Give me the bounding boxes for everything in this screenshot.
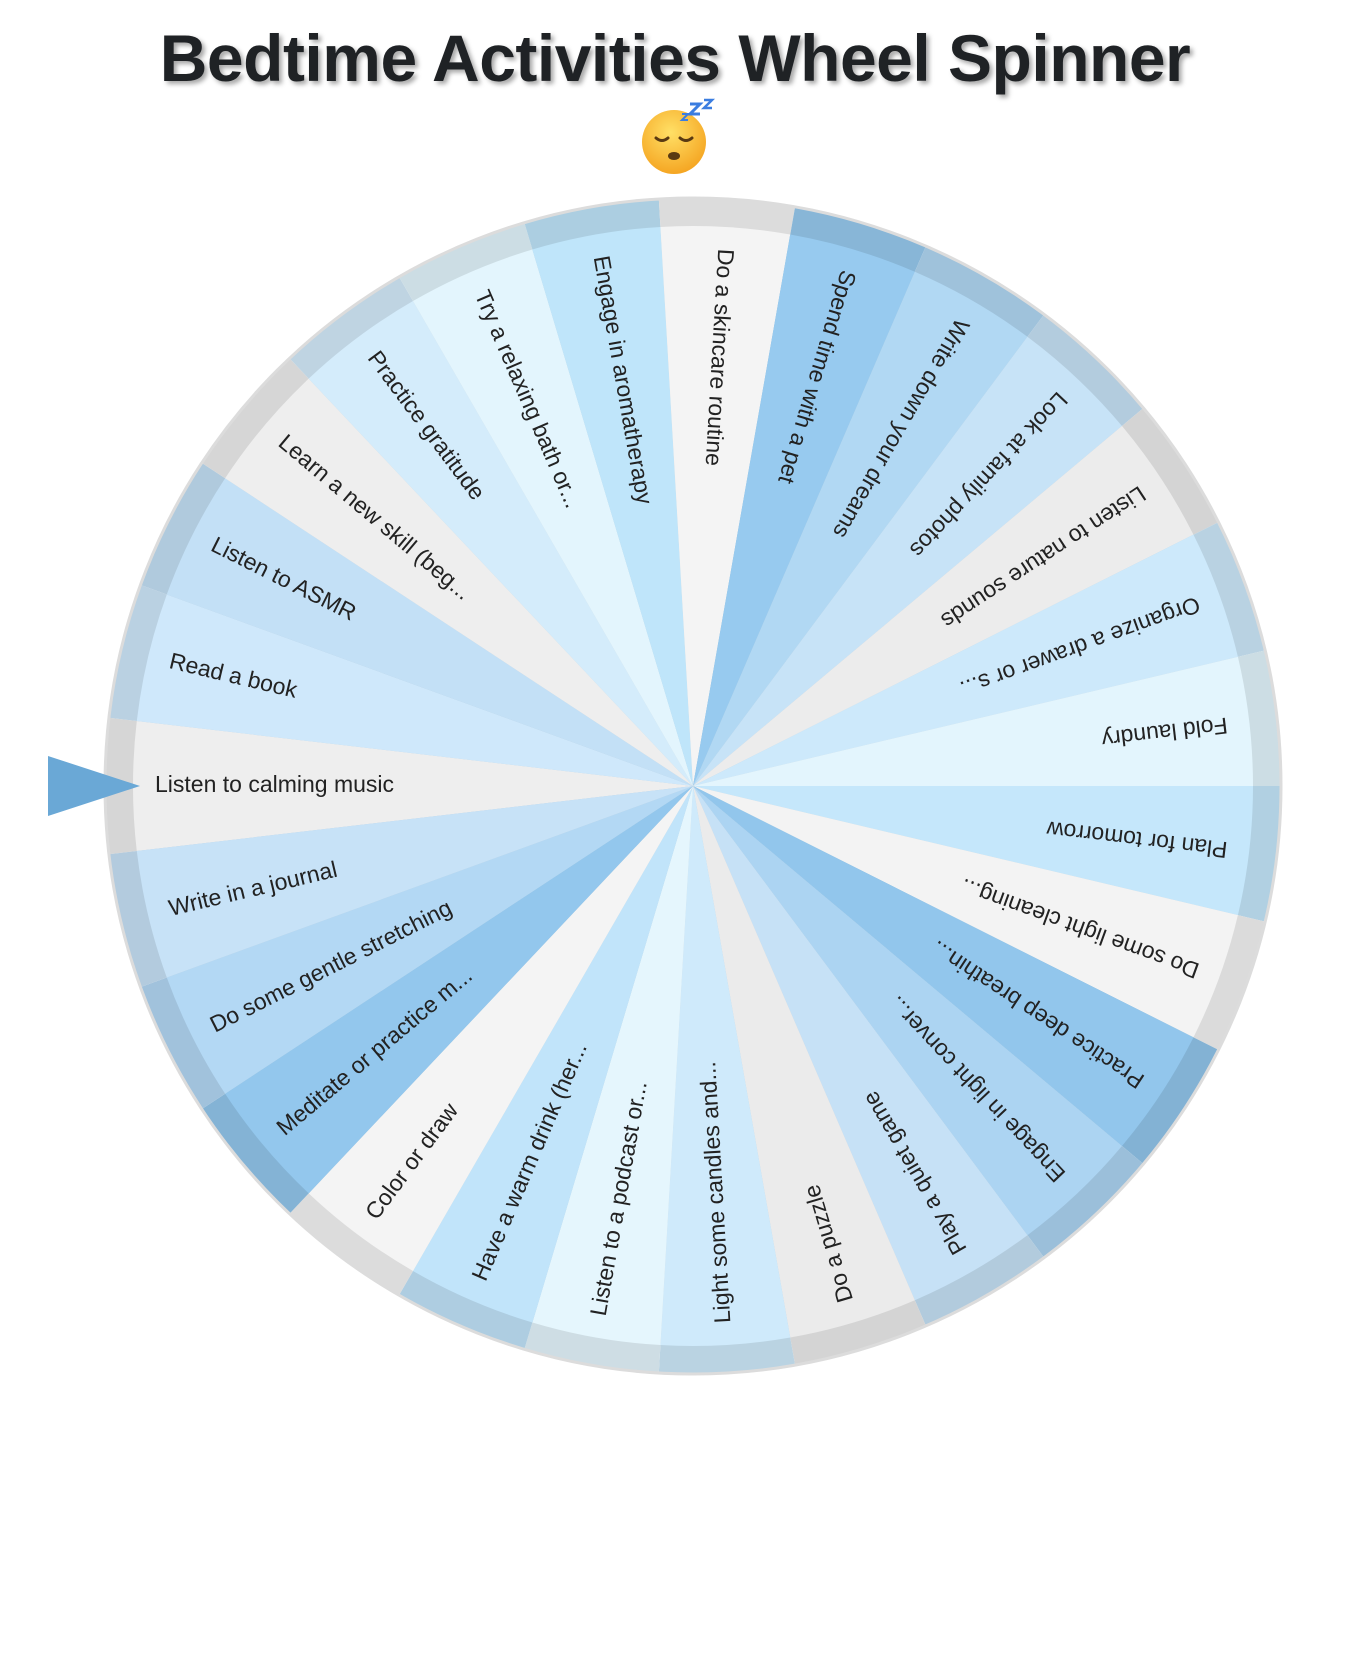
wheel-segment[interactable] bbox=[693, 426, 1194, 786]
wheel-segment[interactable] bbox=[225, 786, 693, 1194]
wheel-segment[interactable] bbox=[132, 720, 693, 852]
sleeping-face-icon bbox=[642, 98, 716, 174]
wheel-segment[interactable] bbox=[693, 786, 1238, 1038]
wheel-segment[interactable] bbox=[166, 786, 694, 1094]
wheel-segment[interactable] bbox=[308, 301, 693, 786]
wheel-segment[interactable] bbox=[693, 656, 1253, 786]
wheel-segment[interactable] bbox=[136, 594, 694, 786]
wheel-segment[interactable] bbox=[693, 234, 915, 786]
wheel-pointer bbox=[48, 756, 140, 816]
wheel-segment[interactable] bbox=[693, 534, 1238, 786]
wheel-segment[interactable] bbox=[693, 786, 915, 1338]
wheel-segment-label: Listen to calming music bbox=[155, 771, 394, 797]
wheel-segment[interactable] bbox=[660, 226, 791, 787]
wheel-segment[interactable] bbox=[136, 786, 694, 978]
wheel-segment[interactable] bbox=[413, 786, 693, 1323]
wheel-segment[interactable] bbox=[693, 786, 1122, 1236]
wheel-segment[interactable] bbox=[166, 478, 694, 786]
wheel-segment[interactable] bbox=[693, 336, 1122, 786]
wheel-segment[interactable] bbox=[693, 786, 1194, 1146]
wheel-segment[interactable] bbox=[693, 786, 1028, 1301]
wheel-segment[interactable] bbox=[225, 378, 693, 786]
wheel-segment[interactable] bbox=[693, 271, 1028, 787]
wheel-segment[interactable] bbox=[532, 226, 693, 786]
wheel-segment[interactable] bbox=[693, 786, 1253, 916]
page-title: Bedtime Activities Wheel Spinner bbox=[159, 21, 1191, 95]
wheel-segment[interactable] bbox=[660, 786, 791, 1347]
wheel-segment[interactable] bbox=[413, 249, 693, 786]
wheel-segment[interactable] bbox=[532, 786, 693, 1346]
wheel-segment[interactable] bbox=[308, 786, 693, 1271]
